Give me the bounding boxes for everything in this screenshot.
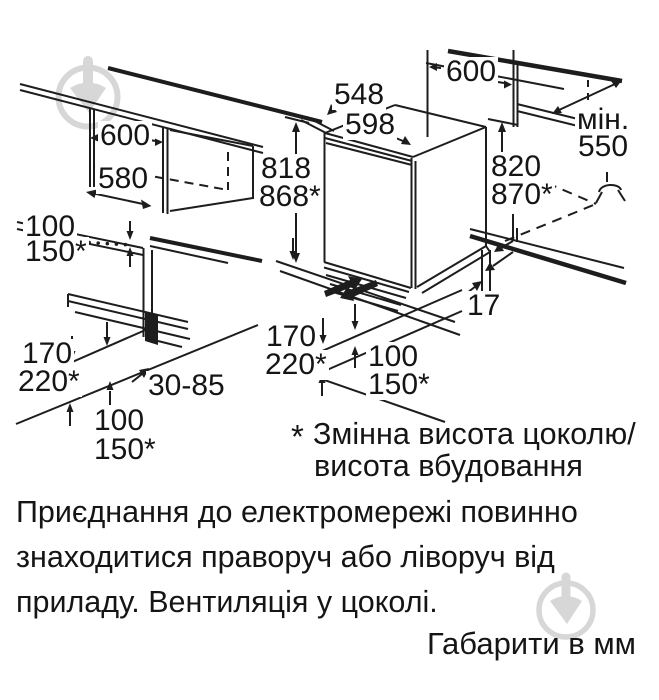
dim-detail-recess-min: 170 bbox=[20, 337, 75, 370]
plinth-adjust-arrow bbox=[340, 280, 378, 301]
dim-min-depth: 550 bbox=[576, 130, 631, 163]
dim-left-niche-width: 600 bbox=[98, 119, 153, 152]
dim-rear-gap: 17 bbox=[465, 289, 503, 322]
dim-base-recess-min: 170 bbox=[264, 320, 319, 353]
description-line-2: знаходитися праворуч або ліворуч від bbox=[16, 540, 555, 574]
units-note: Габарити в мм bbox=[427, 626, 636, 661]
dim-base-recess-max: 220* bbox=[263, 348, 329, 381]
dim-left-niche-depth: 580 bbox=[96, 162, 151, 195]
dim-left-clearance-max: 150* bbox=[23, 235, 89, 268]
arrowheads bbox=[66, 63, 622, 412]
footnote-marker: * bbox=[291, 418, 304, 455]
description-line-3: приладу. Вентиляція у цоколі. bbox=[16, 585, 438, 619]
dim-detail-clearance-max: 150* bbox=[92, 433, 158, 466]
dim-base-clearance-min: 100 bbox=[366, 340, 421, 373]
dim-detail-clearance-min: 100 bbox=[92, 404, 147, 437]
plinth-adjust-arrow bbox=[324, 276, 362, 297]
dim-appliance-top-depth: 548 bbox=[332, 78, 387, 111]
dim-appliance-height-min: 818 bbox=[259, 152, 314, 185]
footnote-line-2: висота вбудовання bbox=[314, 449, 583, 483]
dim-right-niche-width: 600 bbox=[444, 55, 499, 88]
dim-right-height-min: 820 bbox=[489, 150, 544, 183]
description-line-1: Приєднання до електромережі повинно bbox=[16, 495, 578, 529]
dim-plinth-range: 30-85 bbox=[146, 369, 227, 402]
socket-icon bbox=[595, 172, 626, 204]
dim-appliance-height-max: 868* bbox=[257, 180, 323, 213]
dim-right-height-max: 870* bbox=[489, 178, 555, 211]
footnote-line-1: Змінна висота цоколю/ bbox=[313, 417, 636, 451]
dim-min-abbr: мін. bbox=[575, 103, 632, 136]
min-depth-zone bbox=[469, 182, 627, 286]
dim-base-clearance-max: 150* bbox=[366, 368, 432, 401]
dim-detail-recess-max: 220* bbox=[16, 365, 82, 398]
dim-appliance-width: 598 bbox=[343, 108, 398, 141]
watermark-logo-icon bbox=[55, 56, 121, 130]
plinth-bracket bbox=[145, 311, 158, 345]
watermark-logo-icon bbox=[536, 572, 596, 640]
